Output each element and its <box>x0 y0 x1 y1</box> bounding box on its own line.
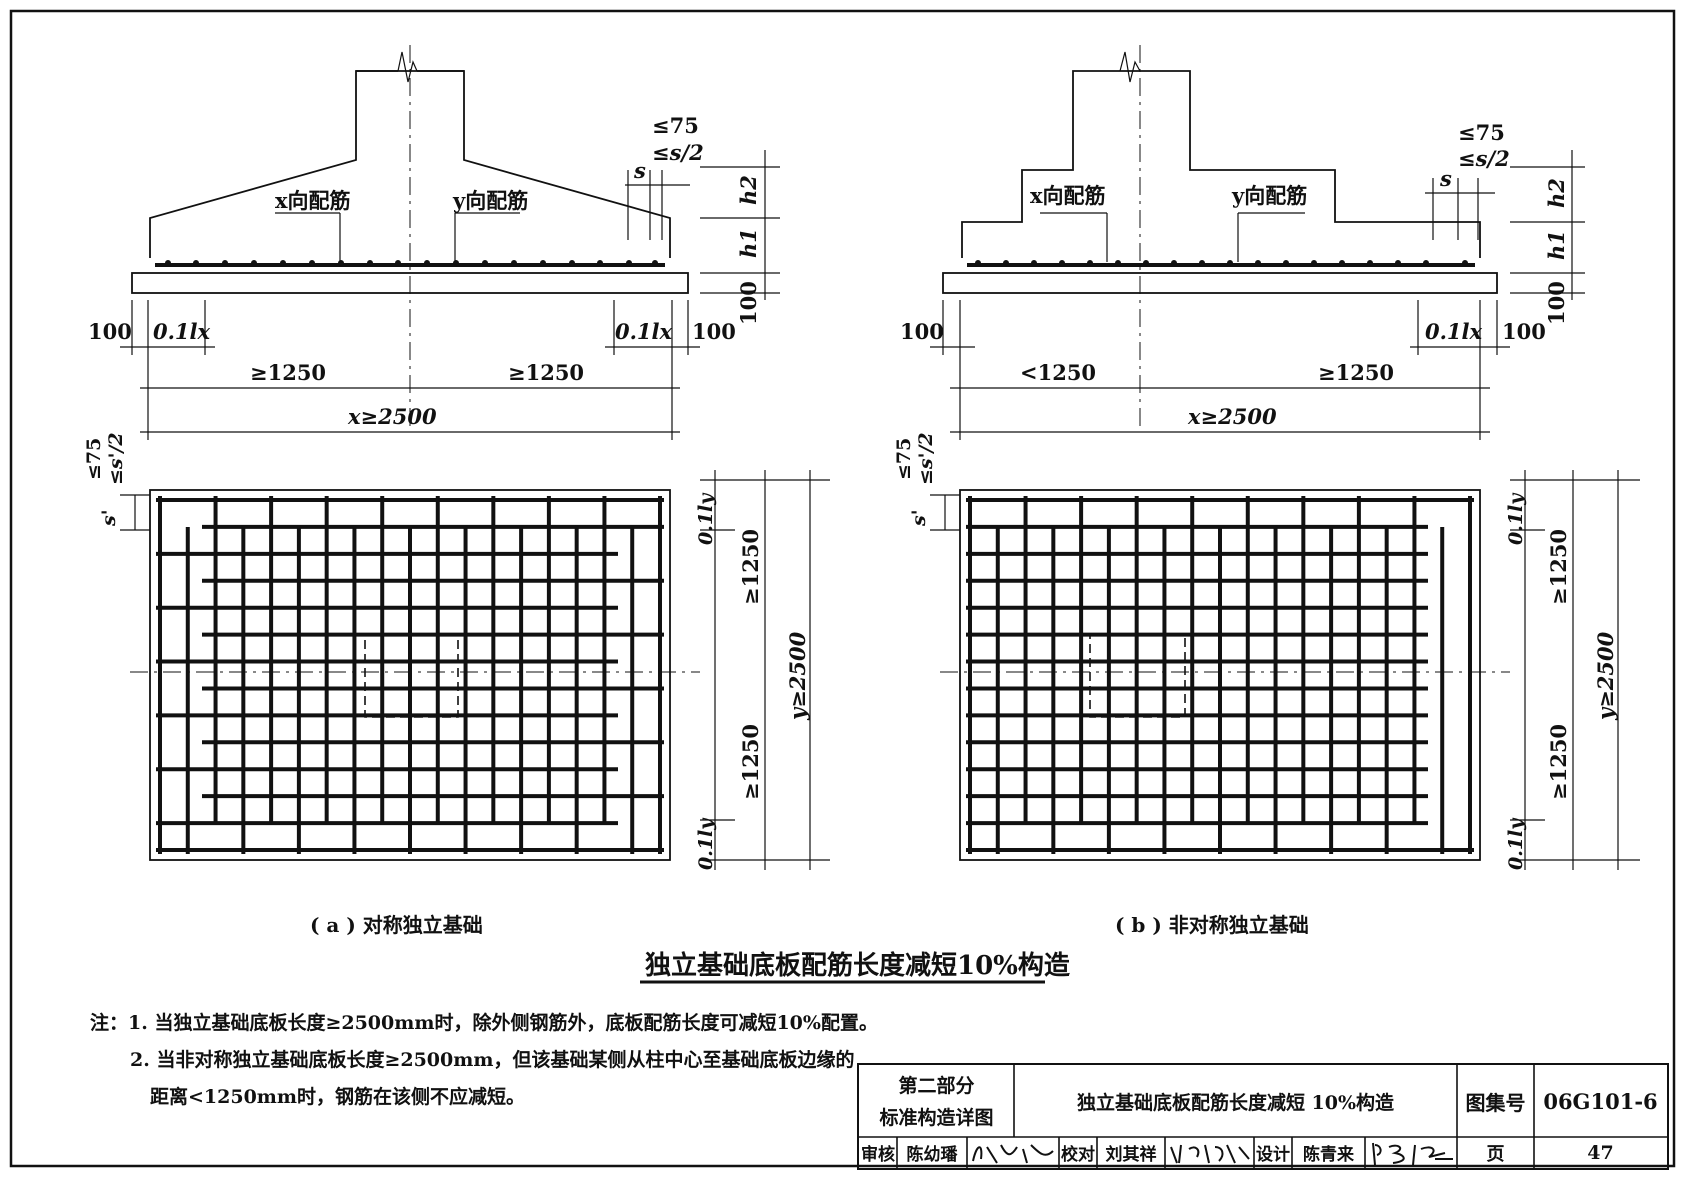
dim-les2-a: ≤s/2 <box>652 140 704 165</box>
dim-half-bottom-b: ≥1250 <box>1546 724 1571 800</box>
sheet-border <box>9 9 1676 1168</box>
dim-cover-left-b: 100 <box>900 319 944 344</box>
figure-b-plan <box>930 470 1640 870</box>
dim-total-x-b: x≥2500 <box>1187 404 1277 429</box>
dim-cover-right-b: 100 <box>1502 319 1546 344</box>
title-block: 第二部分 标准构造详图 独立基础底板配筋长度减短 10%构造 图集号 06G10… <box>857 1063 1669 1170</box>
label-y-rebar-b: y向配筋 <box>1231 183 1307 208</box>
dim-01ly-top-a: 0.1ly <box>695 492 717 545</box>
note-line-2: 2. 当非对称独立基础底板长度≥2500mm，但该基础某侧从柱中心至基础底板边缘… <box>130 1049 855 1071</box>
caption-a: ( a ) 对称独立基础 <box>310 913 483 937</box>
signature-designer <box>1372 1142 1453 1166</box>
tb-checker: 刘其祥 <box>1105 1145 1157 1165</box>
tb-part-sub: 标准构造详图 <box>879 1106 994 1129</box>
label-x-rebar-a: x向配筋 <box>275 188 351 213</box>
tb-page-label: 页 <box>1486 1143 1505 1165</box>
dim-s-a: s <box>633 158 646 183</box>
dim-half-left-b: <1250 <box>1020 360 1096 385</box>
dim-half-top-b: ≥1250 <box>1546 529 1571 605</box>
tb-design-label: 设计 <box>1256 1145 1290 1165</box>
tb-part: 第二部分 <box>898 1074 975 1097</box>
dim-01lx-right-b: 0.1lx <box>1425 319 1483 344</box>
dim-h2-a: h2 <box>736 175 761 205</box>
dim-half-bottom-a: ≥1250 <box>738 724 763 800</box>
main-title: 独立基础底板配筋长度减短10%构造 <box>645 950 1070 981</box>
figure-a-plan <box>120 470 830 870</box>
dim-les2-b: ≤s/2 <box>1458 146 1510 171</box>
signature-checker <box>1170 1144 1250 1164</box>
dim-half-left-a: ≥1250 <box>250 360 326 385</box>
tb-title: 独立基础底板配筋长度减短 10%构造 <box>1076 1091 1395 1114</box>
figure-a-section <box>120 45 780 440</box>
dim-plan-s-a: s' <box>98 509 120 527</box>
caption-b: ( b ) 非对称独立基础 <box>1115 913 1309 937</box>
dim-01lx-left-a: 0.1lx <box>153 319 211 344</box>
title-block-grid <box>859 1065 1667 1168</box>
dim-01lx-right-a: 0.1lx <box>615 319 673 344</box>
tb-review-label: 审核 <box>861 1145 895 1165</box>
signature-reviewer <box>972 1144 1054 1164</box>
dim-cover-left-a: 100 <box>88 319 132 344</box>
dim-plan-s-b: s' <box>908 509 930 527</box>
tb-atlas-no: 06G101-6 <box>1543 1088 1658 1114</box>
tb-reviewer: 陈幼璠 <box>906 1145 958 1165</box>
tb-check-label: 校对 <box>1061 1145 1095 1165</box>
dim-s-b: s <box>1439 166 1452 191</box>
dim-half-right-a: ≥1250 <box>508 360 584 385</box>
notes: 注：1. 当独立基础底板长度≥2500mm时，除外侧钢筋外，底板配筋长度可减短1… <box>90 1005 878 1116</box>
tb-atlas-label: 图集号 <box>1465 1090 1526 1115</box>
label-y-rebar-a: y向配筋 <box>452 188 528 213</box>
dim-plan-les2-a: ≤s'/2 <box>105 432 127 485</box>
figure-a-labels: x向配筋 y向配筋 100 0.1lx 0.1lx 100 ≥1250 ≥125… <box>83 113 810 937</box>
figure-b-labels: x向配筋 y向配筋 100 0.1lx 100 <1250 ≥1250 x≥25… <box>893 120 1618 937</box>
dim-plan-le75-a: ≤75 <box>83 438 105 480</box>
tb-page-no: 47 <box>1587 1141 1614 1164</box>
dim-h1-b: h1 <box>1544 230 1569 260</box>
figure-b-section <box>930 45 1585 440</box>
dim-le75-b: ≤75 <box>1458 120 1505 145</box>
label-x-rebar-b: x向配筋 <box>1030 183 1106 208</box>
dim-plan-les2-b: ≤s'/2 <box>915 432 937 485</box>
dim-pad-b: 100 <box>1544 281 1569 325</box>
dim-h2-b: h2 <box>1544 178 1569 208</box>
dim-h1-a: h1 <box>736 228 761 258</box>
dim-cover-right-a: 100 <box>692 319 736 344</box>
dim-le75-a: ≤75 <box>652 113 699 138</box>
dim-01ly-bottom-b: 0.1ly <box>1505 817 1527 870</box>
dim-pad-a: 100 <box>736 281 761 325</box>
note-line-3: 距离<1250mm时，钢筋在该侧不应减短。 <box>150 1086 526 1108</box>
note-line-1: 注：1. 当独立基础底板长度≥2500mm时，除外侧钢筋外，底板配筋长度可减短1… <box>90 1012 878 1034</box>
dim-total-y-a: y≥2500 <box>785 631 810 721</box>
dim-total-y-b: y≥2500 <box>1593 631 1618 721</box>
dim-01ly-bottom-a: 0.1ly <box>695 817 717 870</box>
dim-half-right-b: ≥1250 <box>1318 360 1394 385</box>
dim-01ly-top-b: 0.1ly <box>1505 492 1527 545</box>
dim-half-top-a: ≥1250 <box>738 529 763 605</box>
dim-total-x-a: x≥2500 <box>347 404 437 429</box>
tb-designer: 陈青来 <box>1303 1145 1354 1165</box>
dim-plan-le75-b: ≤75 <box>893 438 915 480</box>
